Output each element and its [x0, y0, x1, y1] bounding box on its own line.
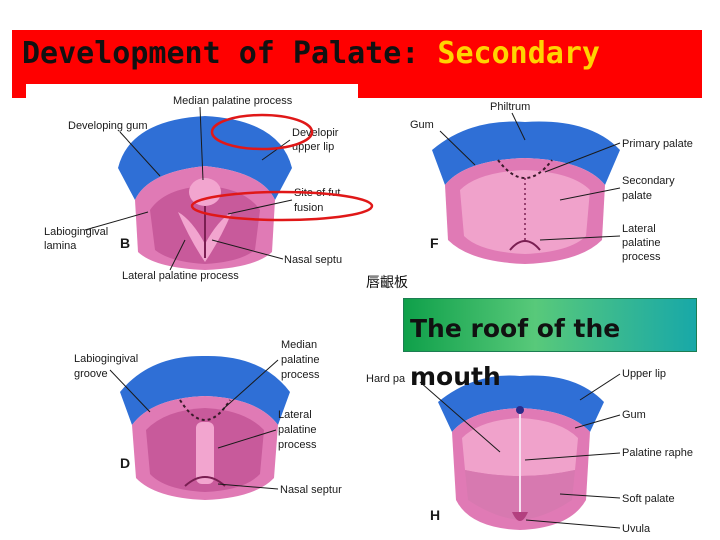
panel-f-primary-boundary — [497, 159, 553, 179]
label-site-of-fusion-2: fusion — [294, 202, 323, 214]
panel-f-leaders — [439, 112, 621, 241]
label-labiogingival-groove-1: Labiogingival — [74, 353, 138, 365]
panel-d-lateral-process — [196, 422, 214, 484]
panel-d-leaders — [109, 359, 279, 490]
label-soft-palate: Soft palate — [622, 493, 675, 505]
label-labiogingival-lamina-1: Labiogingival — [44, 226, 108, 238]
panel-b-leaders — [84, 106, 293, 271]
label-secondary-palate-1: Secondary — [622, 175, 675, 187]
label-lateral-palatine-3: process — [622, 251, 661, 263]
panel-h-leaders — [419, 373, 621, 529]
panel-d-median-boundary — [179, 399, 231, 421]
highlight-ellipse-upper — [210, 113, 314, 151]
label-developing-upper-lip-2: upper lip — [292, 141, 334, 153]
panel-h-lip — [438, 375, 604, 432]
panel-b-median-process — [189, 178, 221, 206]
label-lateral-1: Lateral — [278, 409, 312, 421]
panel-b-lateral-process — [178, 212, 232, 262]
label-upper-lip: Upper lip — [622, 368, 666, 380]
panel-h: H Hard pa Upper lip Gum Palatine raphe S… — [366, 368, 693, 535]
panel-d-septum — [184, 476, 226, 487]
caption-box — [403, 298, 697, 352]
label-lateral-palatine-1: Lateral — [622, 223, 656, 235]
label-lateral-3: process — [278, 439, 317, 451]
panel-f-letter: F — [430, 235, 439, 251]
label-hard-palate: Hard pa — [366, 373, 406, 385]
label-gum-f: Gum — [410, 119, 434, 131]
label-uvula: Uvula — [622, 523, 651, 535]
panel-d-letter: D — [120, 455, 130, 471]
label-developing-upper-lip-1: Developir — [292, 127, 339, 139]
panel-f-lip — [432, 121, 620, 185]
label-labiogingival-lamina-2: lamina — [44, 240, 77, 252]
panel-f-inner — [460, 170, 590, 254]
label-lateral-palatine-2: palatine — [622, 237, 661, 249]
panel-f-septum — [509, 240, 541, 251]
label-lateral-palatine-process: Lateral palatine process — [122, 270, 239, 282]
label-developing-gum: Developing gum — [68, 120, 148, 132]
label-median-1: Median — [281, 339, 317, 351]
panel-h-letter: H — [430, 507, 440, 523]
highlight-ellipse-lower — [190, 190, 374, 222]
title-accent: Secondary — [437, 36, 600, 71]
chinese-label: 唇齦板 — [366, 275, 408, 291]
label-lateral-2: palatine — [278, 424, 317, 436]
panel-b-lip — [118, 116, 292, 200]
label-primary-palate: Primary palate — [622, 138, 693, 150]
label-nasal-septum-b: Nasal septu — [284, 254, 342, 266]
label-palatine-raphe: Palatine raphe — [622, 447, 693, 459]
label-gum-h: Gum — [622, 409, 646, 421]
panel-h-uvula — [512, 512, 528, 521]
panel-h-incisive-point — [516, 406, 524, 414]
label-median-2: palatine — [281, 354, 320, 366]
label-nasal-septum-d: Nasal septur — [280, 484, 342, 496]
slide-title: Development of Palate: Secondary — [22, 36, 600, 71]
panel-d-lip — [120, 355, 290, 425]
panel-b-letter: B — [120, 235, 130, 251]
panel-d: D Labiogingival groove Median palatine p… — [74, 339, 342, 500]
panel-b: B Median palatine process Developing gum… — [44, 95, 342, 282]
title-main: Development of Palate: — [22, 36, 438, 71]
label-philtrum: Philtrum — [490, 101, 530, 113]
panel-f: F Philtrum Gum Primary palate Secondary … — [410, 101, 693, 264]
label-median-3: process — [281, 369, 320, 381]
label-secondary-palate-2: palate — [622, 190, 652, 202]
label-labiogingival-groove-2: groove — [74, 368, 108, 380]
caption-text: The roof of the mouth — [410, 314, 621, 391]
label-median-palatine-process: Median palatine process — [173, 95, 293, 107]
